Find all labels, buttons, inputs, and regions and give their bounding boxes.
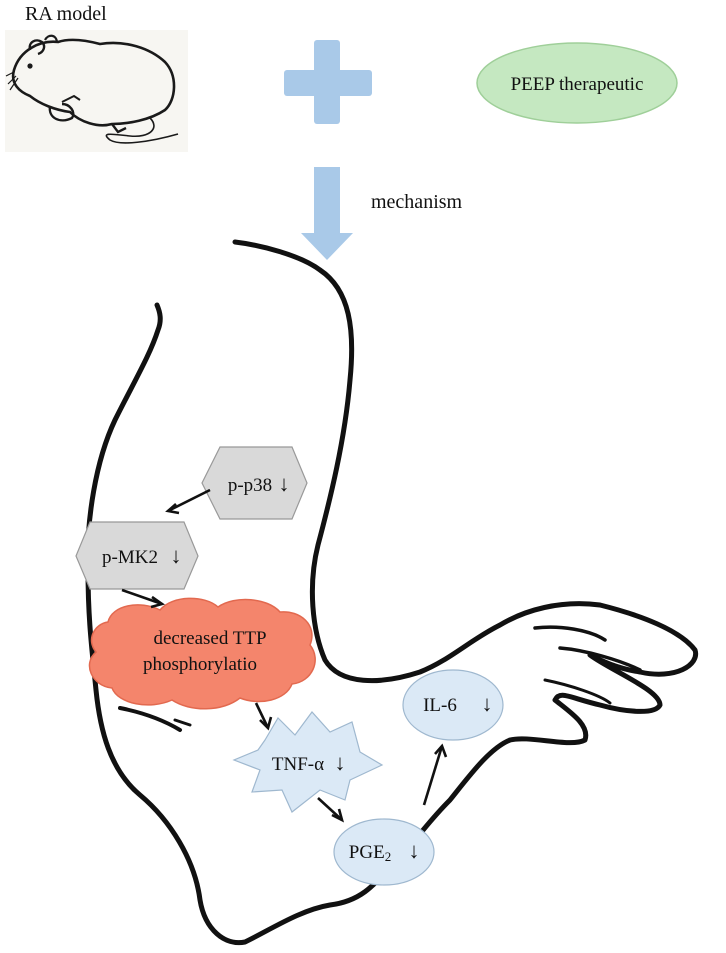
mechanism-label: mechanism — [371, 191, 463, 213]
arrow-p38-to-mk2-head — [165, 503, 180, 515]
arrow-tnf-to-pge2 — [317, 797, 343, 821]
arrow-p38-to-mk2 — [167, 488, 211, 513]
ra-model-title: RA model — [25, 3, 107, 25]
arrow-pge2-to-il6-head — [434, 743, 448, 758]
il-6-node — [402, 669, 504, 741]
pge2-label: PGE2 — [349, 842, 391, 864]
leg-outline — [85, 239, 699, 946]
p-p38-node — [201, 446, 308, 520]
ttp-line2: phosphorylatio — [143, 654, 257, 675]
peep-therapeutic-ellipse — [476, 42, 678, 124]
il-6-label: IL-6 — [423, 695, 457, 716]
ttp-line1: decreased TTP — [153, 628, 266, 649]
peep-therapeutic-label: PEEP therapeutic — [511, 74, 644, 95]
arrow-ttp-to-tnf — [254, 702, 270, 729]
rat-icon — [5, 30, 188, 152]
arrow-mk2-to-ttp-head — [150, 595, 166, 609]
p-p38-label: p-p38 — [228, 475, 272, 496]
p-mk2-down-arrow: ↓ — [171, 543, 182, 568]
arrow-ttp-to-tnf-head — [259, 716, 273, 731]
p-mk2-label: p-MK2 — [102, 547, 158, 568]
arrow-pge2-to-il6 — [422, 745, 444, 806]
tnf-alpha-node — [232, 711, 384, 813]
il-6-down-arrow: ↓ — [482, 691, 493, 716]
plus-icon — [284, 40, 372, 124]
pge2-down-arrow: ↓ — [409, 838, 420, 863]
p-mk2-node — [75, 521, 199, 590]
pge2-node — [333, 818, 435, 886]
p-p38-down-arrow: ↓ — [279, 471, 290, 496]
pathway-arrows — [121, 488, 448, 823]
tnf-alpha-down-arrow: ↓ — [335, 750, 346, 775]
mechanism-arrow — [301, 167, 353, 260]
ttp-phosphorylation-cloud — [88, 597, 316, 710]
tnf-alpha-label: TNF-α — [272, 754, 324, 775]
arrow-mk2-to-ttp — [121, 588, 163, 606]
arrow-tnf-to-pge2-head — [331, 808, 345, 823]
